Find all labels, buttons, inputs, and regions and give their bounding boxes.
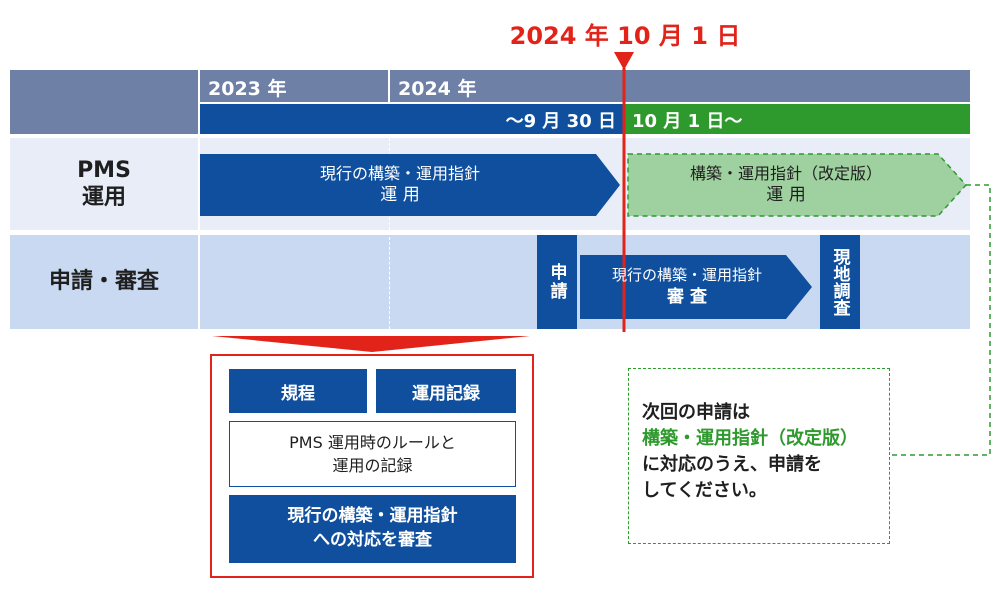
review-current-line1: 現行の構築・運用指針	[611, 265, 762, 284]
note-box	[628, 368, 890, 544]
note-line1: 次回の申請は	[642, 402, 750, 423]
detail-pointer-arrow	[212, 336, 530, 352]
pms-revised-text: 構築・運用指針（改定版） 運 用	[636, 158, 936, 212]
review-current-text: 現行の構築・運用指針 審 査	[584, 258, 790, 316]
pms-row-label-line2: 運用	[81, 185, 126, 210]
note-line3: に対応のうえ、申請を	[642, 454, 822, 476]
description-box: PMS 運用時のルールと 運用の記録	[229, 421, 516, 487]
deadline-label: 2024 年 10 月 1 日	[509, 22, 741, 50]
pms-revised-line1: 構築・運用指針（改定版）	[689, 163, 882, 183]
check-box: 現行の構築・運用指針 への対応を審査	[229, 495, 516, 563]
pms-row-label-line1: PMS	[77, 157, 131, 183]
records-box: 運用記録	[376, 369, 516, 413]
period-before-bar	[200, 104, 624, 134]
records-label: 運用記録	[412, 383, 480, 404]
year-divider	[388, 70, 390, 102]
note-line2: 構築・運用指針（改定版）	[642, 428, 858, 450]
timeline-year-row	[200, 70, 970, 102]
note-connector	[892, 184, 991, 456]
onsite-box: 現地調査	[820, 235, 860, 329]
review-row-label-cell: 申請・審査	[10, 235, 198, 329]
note-text: 次回の申請は 構築・運用指針（改定版） に対応のうえ、申請を してください。	[642, 400, 890, 504]
period-after-label: 10 月 1 日～	[632, 111, 743, 132]
period-before-label: ～9 月 30 日	[505, 111, 616, 132]
deadline-marker	[614, 52, 634, 70]
year-2023-label: 2023 年	[208, 78, 287, 100]
review-current-arrow	[580, 255, 812, 319]
period-after-bar	[624, 104, 970, 134]
year-2024-label: 2024 年	[398, 78, 477, 100]
onsite-label: 現地調査	[829, 248, 850, 316]
pms-current-line2: 運 用	[380, 185, 420, 206]
note-line4: してください。	[642, 480, 767, 502]
pms-row-label-cell: PMS 運用	[10, 138, 198, 230]
description-line2: 運用の記録	[332, 456, 413, 475]
pms-current-text: 現行の構築・運用指針 運 用	[210, 158, 590, 212]
rules-label: 規程	[281, 383, 315, 404]
description-line1: PMS 運用時のルールと	[289, 432, 456, 452]
row-divider-2024	[389, 138, 390, 329]
check-line2: への対応を審査	[313, 530, 432, 550]
apply-box: 申請	[537, 235, 577, 329]
pms-current-arrow	[200, 154, 620, 216]
apply-label: 申請	[546, 263, 567, 301]
pms-current-line1: 現行の構築・運用指針	[319, 163, 480, 183]
timeline-header-label-cell	[10, 70, 198, 134]
review-row-label: 申請・審査	[48, 269, 159, 295]
review-current-line2: 審 査	[667, 286, 707, 307]
check-line1: 現行の構築・運用指針	[287, 506, 458, 527]
pms-revised-arrow	[627, 153, 968, 217]
pms-revised-line2: 運 用	[766, 185, 806, 206]
rules-box: 規程	[229, 369, 367, 413]
